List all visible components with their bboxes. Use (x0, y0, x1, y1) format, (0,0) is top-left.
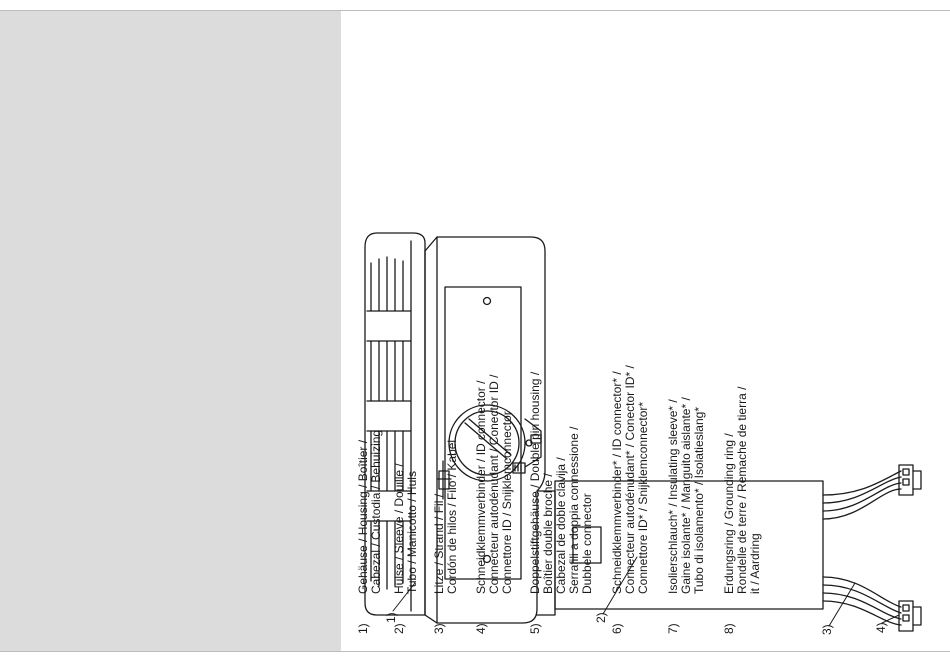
gray-margin-panel (0, 11, 341, 651)
wire-strands (822, 470, 902, 626)
housing-cap (364, 232, 426, 616)
id-connector-top (898, 464, 922, 496)
legend-number: 3) (432, 623, 446, 634)
cover-lid (448, 404, 542, 482)
legend-line: Connettore ID* / Snijklemconnector* (636, 401, 650, 594)
legend-text: Litze / Strand / Fil / Cordón de hilos /… (432, 439, 459, 594)
device-drawing: 1) 2) 3) 4) (341, 11, 950, 651)
legend-number: 6) (610, 623, 624, 634)
legend-text: Erdungsring / Grounding ring / Rondelle … (722, 387, 762, 594)
legend-line: Cordón de hilos / Filo / Kabel (445, 439, 459, 594)
callout-housing: 1) (384, 612, 398, 623)
screw-plug (436, 460, 452, 500)
legend-text: Hülse / Sleeve / Douille / Tubo / Manico… (392, 463, 419, 594)
top-rule (0, 10, 950, 11)
legend-text: Gehäuse / Housing / Boîtier / Cabezal / … (356, 429, 383, 594)
device-drawing-svg: 1) 2) 3) 4) (364, 232, 922, 635)
legend-number: 8) (722, 623, 736, 634)
callout-id-connector: 4) (874, 622, 888, 633)
callout-strand: 3) (820, 624, 834, 635)
legend-number: 4) (474, 623, 488, 634)
legend-line: Tubo / Manicotto / Huls (405, 471, 419, 594)
parts-legend: 1) Gehäuse / Housing / Boîtier / Cabezal… (356, 34, 917, 634)
legend-line: Cabezal / Custodia / Behuizing (369, 429, 383, 594)
legend-text: Schneidklemmverbinder* / ID connector* /… (610, 365, 650, 594)
legend-text: Schneidklemmverbinder / ID connector / C… (474, 375, 514, 594)
legend-number: 1) (356, 623, 370, 634)
callout-sleeve: 2) (594, 612, 608, 623)
legend-number: 7) (666, 623, 680, 634)
legend-line: Connettore ID / Snijklemconnector (500, 411, 514, 594)
sleeve-tube (554, 480, 824, 610)
bottom-rule (0, 651, 950, 652)
legend-text: Isolierschlauch* / Insulating sleeve* / … (666, 397, 706, 594)
legend-text: Doppelstiftgehäuse / Double pin housing … (528, 372, 594, 594)
legend-line: it / Aardring (748, 533, 762, 594)
legend-line: Tubo di isolamento* / Isolatieslang* (692, 407, 706, 594)
id-connector-bottom (898, 600, 922, 632)
legend-number: 2) (392, 623, 406, 634)
legend-number: 5) (528, 623, 542, 634)
leader-lines (392, 556, 900, 627)
legend-line: Dubbele connector (580, 493, 594, 594)
